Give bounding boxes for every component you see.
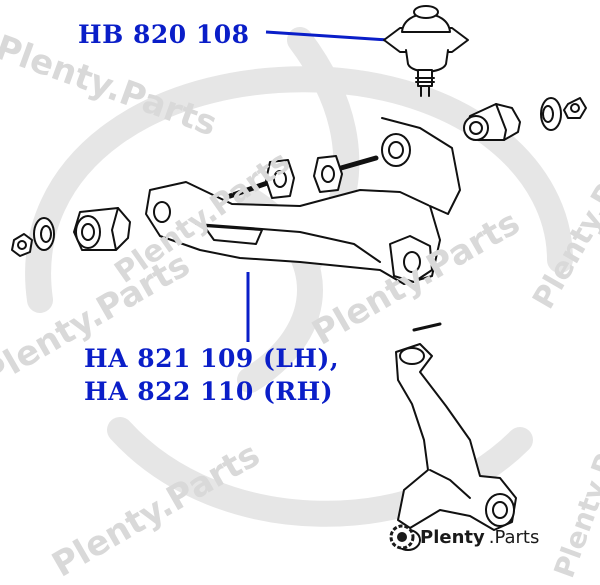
leader-line-hb (265, 30, 389, 42)
lower-control-arm (145, 117, 461, 285)
front-bushing-assembly (11, 207, 131, 257)
camber-bolt-right (313, 155, 379, 193)
callout-lower-arm-rh: HA 822 110 (RH) (84, 377, 334, 406)
callout-upper-ball-joint: HB 820 108 (78, 20, 250, 49)
camber-bolt-left (227, 159, 295, 199)
upper-ball-joint (383, 5, 469, 97)
rear-bushing-assembly (463, 97, 587, 141)
steering-knuckle (395, 322, 517, 551)
callout-lower-arm-lh: HA 821 109 (LH), (84, 344, 340, 373)
brand-suffix: .Parts (488, 526, 540, 548)
brand-logo: Plenty.Parts (388, 522, 539, 552)
brand-name: Plenty (420, 526, 485, 548)
callout-lower-control-arm: HA 821 109 (LH), HA 822 110 (RH) (84, 344, 339, 410)
brand-gear-icon (389, 524, 415, 550)
